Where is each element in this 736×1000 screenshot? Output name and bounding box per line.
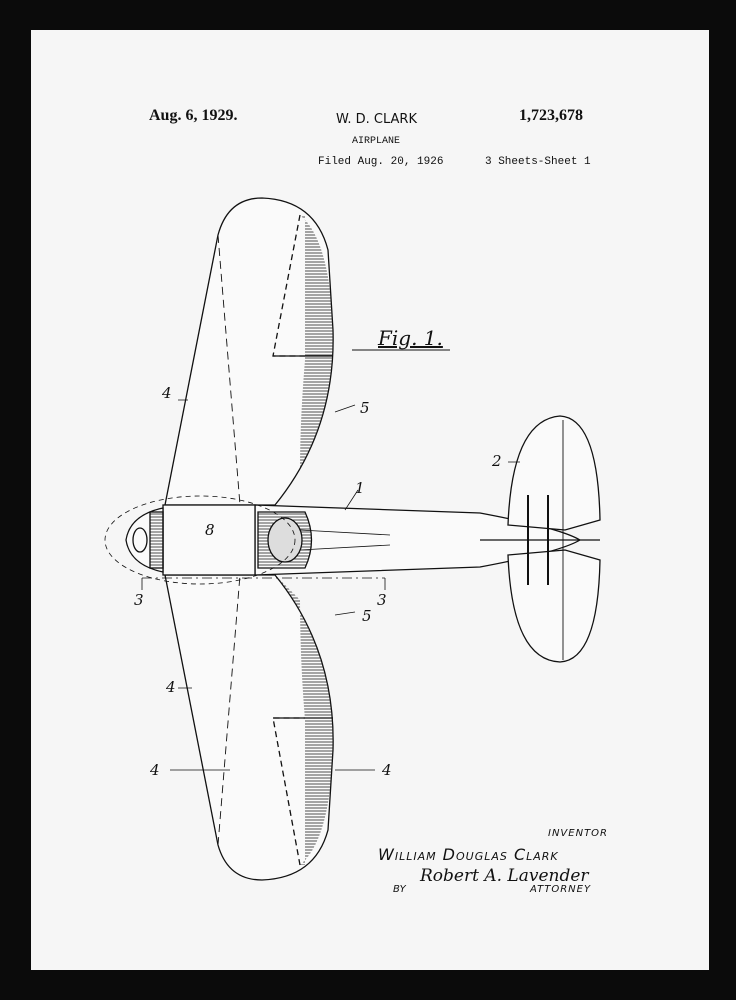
inventor-name: William Douglas Clark: [378, 845, 559, 864]
ref-label-engine: 8: [205, 521, 215, 539]
ref-label-section: 3: [134, 591, 144, 609]
sheet-count: 3 Sheets-Sheet 1: [485, 156, 591, 168]
inventor-short: W. D. CLARK: [336, 112, 417, 127]
ref-label-fuselage: 1: [355, 479, 365, 497]
ref-label-wing: 4: [381, 761, 392, 779]
inventor-label: INVENTOR: [548, 828, 608, 839]
attorney-label: ATTORNEY: [530, 884, 592, 895]
patent-number: 1,723,678: [519, 107, 583, 124]
ref-label-wing: 4: [161, 384, 172, 402]
upper-aileron-hatch: [275, 215, 334, 505]
by-label: BY: [393, 884, 406, 895]
patent-title: AIRPLANE: [352, 136, 401, 147]
engine-box: [162, 504, 256, 576]
figure-label: Fig. 1.: [378, 326, 443, 350]
filed-date: Filed Aug. 20, 1926: [318, 156, 444, 168]
tail-lower: [507, 549, 601, 663]
lower-aileron-hatch: [275, 575, 334, 865]
patent-date: Aug. 6, 1929.: [149, 107, 238, 124]
attorney-signature: Robert A. Lavender: [420, 866, 589, 886]
ref-label-wing: 4: [149, 761, 160, 779]
tail-upper: [507, 415, 601, 531]
ref-label-aileron: 5: [360, 399, 370, 417]
ref-label-tail: 2: [491, 452, 502, 470]
ref-label-wing: 4: [165, 678, 176, 696]
ref-label-aileron: 5: [362, 607, 372, 625]
ref-label-section: 3: [377, 591, 387, 609]
